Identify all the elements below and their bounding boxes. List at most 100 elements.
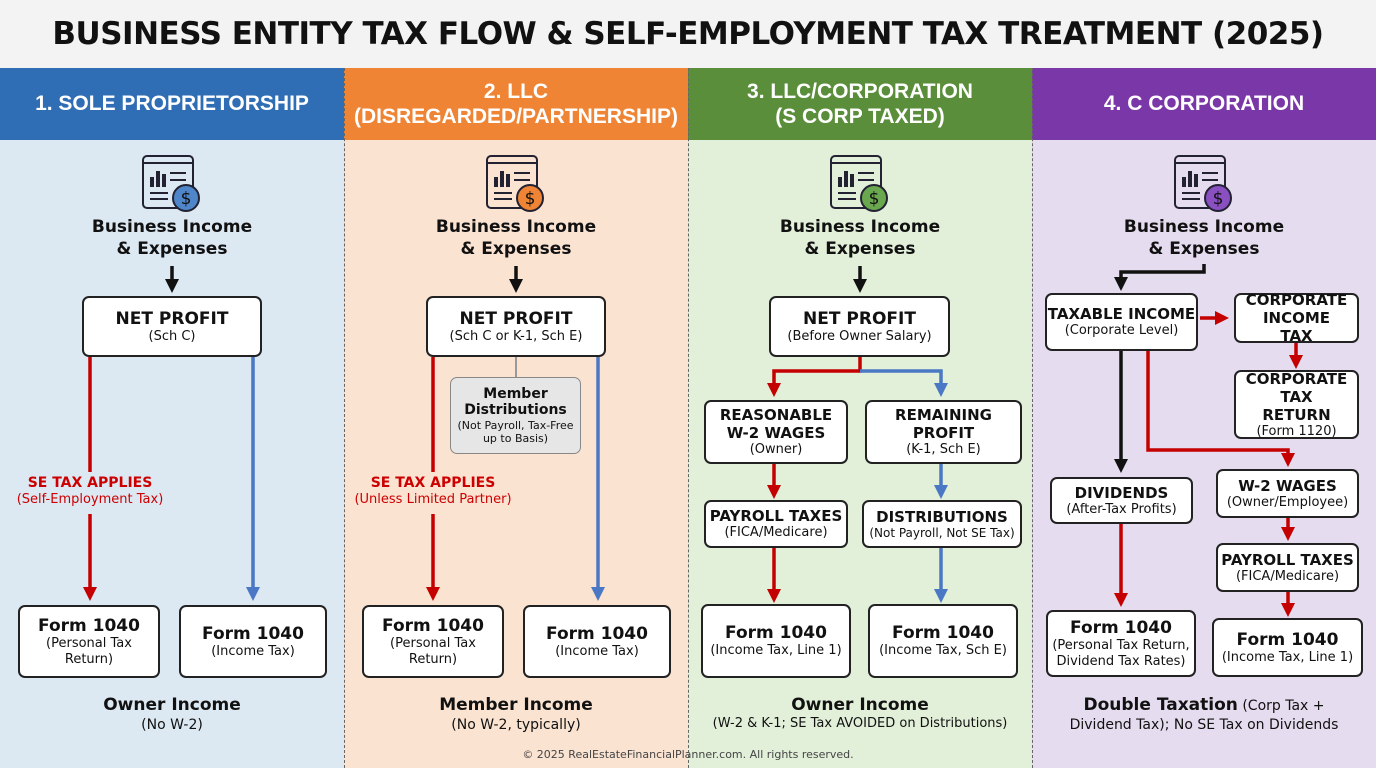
box-title: NET PROFIT — [459, 308, 573, 329]
copyright-footer: © 2025 RealEstateFinancialPlanner.com. A… — [522, 748, 854, 761]
box-title: DISTRIBUTIONS — [876, 507, 1008, 526]
box-title: CORPORATE INCOME TAX — [1245, 291, 1348, 345]
summary-label: Double Taxation (Corp Tax + Dividend Tax… — [1052, 694, 1356, 734]
box-title: DIVIDENDS — [1074, 483, 1169, 502]
svg-text:$: $ — [181, 189, 192, 209]
se-tax-label: SE TAX APPLIES(Self-Employment Tax) — [0, 474, 180, 509]
box-title: Form 1040 — [38, 615, 140, 636]
svg-text:$: $ — [525, 189, 536, 209]
net-profit-box: NET PROFIT(Before Owner Salary) — [769, 296, 950, 357]
form-1040-box: Form 1040(Income Tax, Line 1) — [701, 604, 851, 678]
box-subtitle: (Sch C) — [148, 328, 196, 344]
label-line: & Expenses — [804, 239, 916, 260]
payroll-taxes-box: PAYROLL TAXES(FICA/Medicare) — [1216, 543, 1359, 592]
column-header: 1. SOLE PROPRIETORSHIP — [0, 68, 344, 140]
label-subtitle: (Unless Limited Partner) — [354, 492, 512, 508]
label-subtitle: (Corp Tax + Dividend Tax); No SE Tax on … — [1069, 698, 1339, 734]
box-title: Form 1040 — [202, 623, 304, 644]
summary-label: Owner Income(W-2 & K-1; SE Tax AVOIDED o… — [692, 694, 1028, 733]
box-subtitle: (FICA/Medicare) — [1235, 568, 1340, 584]
box-subtitle: (Sch C or K-1, Sch E) — [449, 328, 583, 344]
dividends-box: DIVIDENDS(After-Tax Profits) — [1050, 477, 1193, 524]
header-label: 3. LLC/CORPORATION — [747, 79, 973, 103]
box-subtitle: (Form 1120) — [1256, 423, 1337, 439]
label-title: Owner Income — [103, 695, 241, 715]
summary-label: Member Income(No W-2, typically) — [364, 694, 668, 734]
box-subtitle: (Not Payroll, Tax-Free up to Basis) — [457, 419, 574, 446]
form-1040-box: Form 1040(Income Tax) — [179, 605, 327, 678]
distributions-box: DISTRIBUTIONS(Not Payroll, Not SE Tax) — [862, 500, 1022, 548]
svg-text:$: $ — [1213, 189, 1224, 209]
header-label: 1. SOLE PROPRIETORSHIP — [35, 92, 309, 116]
se-tax-label: SE TAX APPLIES(Unless Limited Partner) — [343, 474, 523, 509]
label-subtitle: (Self-Employment Tax) — [16, 492, 164, 508]
box-title: PAYROLL TAXES — [709, 507, 843, 526]
box-title: Form 1040 — [546, 623, 648, 644]
label-title: SE TAX APPLIES — [370, 475, 496, 491]
box-subtitle: (Income Tax) — [211, 643, 295, 659]
net-profit-box: NET PROFIT(Sch C or K-1, Sch E) — [426, 296, 606, 357]
label-subtitle: (No W-2, typically) — [451, 717, 581, 734]
box-title: Form 1040 — [892, 623, 994, 643]
business-report-icon: $ — [1174, 155, 1232, 212]
header-label: 2. LLC — [483, 79, 549, 103]
summary-label: Owner Income (No W-2) — [20, 694, 324, 734]
box-subtitle: (Owner/Employee) — [1226, 494, 1349, 510]
business-report-icon: $ — [830, 155, 888, 212]
form-1040-box: Form 1040(Personal Tax Return, Dividend … — [1046, 610, 1196, 677]
box-subtitle: (Income Tax, Line 1) — [710, 643, 842, 659]
form-1040-box: Form 1040(Income Tax) — [523, 605, 671, 678]
box-title: NET PROFIT — [115, 308, 229, 329]
business-income-label: Business Income& Expenses — [1104, 216, 1304, 260]
box-subtitle: (Personal Tax Return) — [390, 636, 476, 667]
box-title: TAXABLE INCOME — [1047, 305, 1196, 324]
business-report-icon: $ — [142, 155, 200, 212]
remaining-profit-box: REMAINING PROFIT(K-1, Sch E) — [865, 400, 1022, 464]
box-subtitle: (FICA/Medicare) — [724, 525, 828, 541]
svg-text:$: $ — [869, 189, 880, 209]
header-sublabel: (DISREGARDED/PARTNERSHIP) — [354, 105, 678, 128]
box-subtitle: (K-1, Sch E) — [906, 442, 981, 458]
box-subtitle: (Personal Tax Return) — [46, 636, 132, 667]
page-title: BUSINESS ENTITY TAX FLOW & SELF-EMPLOYME… — [0, 0, 1376, 68]
label-subtitle: (No W-2) — [141, 717, 203, 734]
business-report-icon: $ — [486, 155, 544, 212]
column-divider — [688, 68, 689, 768]
box-subtitle: (Income Tax, Line 1) — [1221, 649, 1354, 665]
box-title: Form 1040 — [1070, 617, 1172, 638]
form-1040-box: Form 1040(Income Tax, Sch E) — [868, 604, 1018, 678]
form-1040-box: Form 1040(Personal Tax Return) — [362, 605, 504, 678]
column-divider — [1032, 68, 1033, 768]
reasonable-wages-box: REASONABLE W-2 WAGES(Owner) — [704, 400, 848, 464]
box-title: Member Distributions — [464, 385, 567, 419]
label-line: & Expenses — [1148, 239, 1260, 260]
label-line: Business Income — [1123, 217, 1285, 237]
label-line: Business Income — [779, 217, 941, 237]
box-subtitle: (Corporate Level) — [1064, 323, 1179, 339]
box-title: W-2 WAGES — [1238, 476, 1337, 495]
label-subtitle: (W-2 & K-1; SE Tax AVOIDED on Distributi… — [712, 716, 1008, 732]
taxable-income-box: TAXABLE INCOME(Corporate Level) — [1045, 293, 1198, 351]
w2-wages-box: W-2 WAGES(Owner/Employee) — [1216, 469, 1359, 518]
box-title: PAYROLL TAXES — [1221, 550, 1354, 569]
box-subtitle: (Personal Tax Return, Dividend Tax Rates… — [1052, 638, 1190, 669]
box-subtitle: (Not Payroll, Not SE Tax) — [869, 525, 1015, 540]
box-subtitle: (Before Owner Salary) — [787, 328, 932, 344]
corporate-tax-return-box: CORPORATE TAX RETURN(Form 1120) — [1234, 370, 1359, 439]
label-title: Double Taxation — [1083, 695, 1238, 715]
label-line: & Expenses — [460, 239, 572, 260]
business-income-label: Business Income& Expenses — [72, 216, 272, 260]
box-subtitle: (Owner) — [749, 442, 803, 458]
corporate-income-tax-box: CORPORATE INCOME TAX — [1234, 291, 1359, 345]
box-title: Form 1040 — [725, 623, 827, 643]
column-header: 2. LLC(DISREGARDED/PARTNERSHIP) — [344, 68, 688, 140]
box-title: REMAINING PROFIT — [895, 406, 992, 443]
member-distributions-box: Member Distributions(Not Payroll, Tax-Fr… — [450, 377, 581, 454]
column-header: 3. LLC/CORPORATION(S CORP TAXED) — [688, 68, 1032, 140]
column-header: 4. C CORPORATION — [1032, 68, 1376, 140]
form-1040-box: Form 1040(Personal Tax Return) — [18, 605, 160, 678]
label-title: SE TAX APPLIES — [27, 475, 153, 491]
net-profit-box: NET PROFIT(Sch C) — [82, 296, 262, 357]
payroll-taxes-box: PAYROLL TAXES(FICA/Medicare) — [704, 500, 848, 548]
box-subtitle: (After-Tax Profits) — [1066, 501, 1177, 517]
